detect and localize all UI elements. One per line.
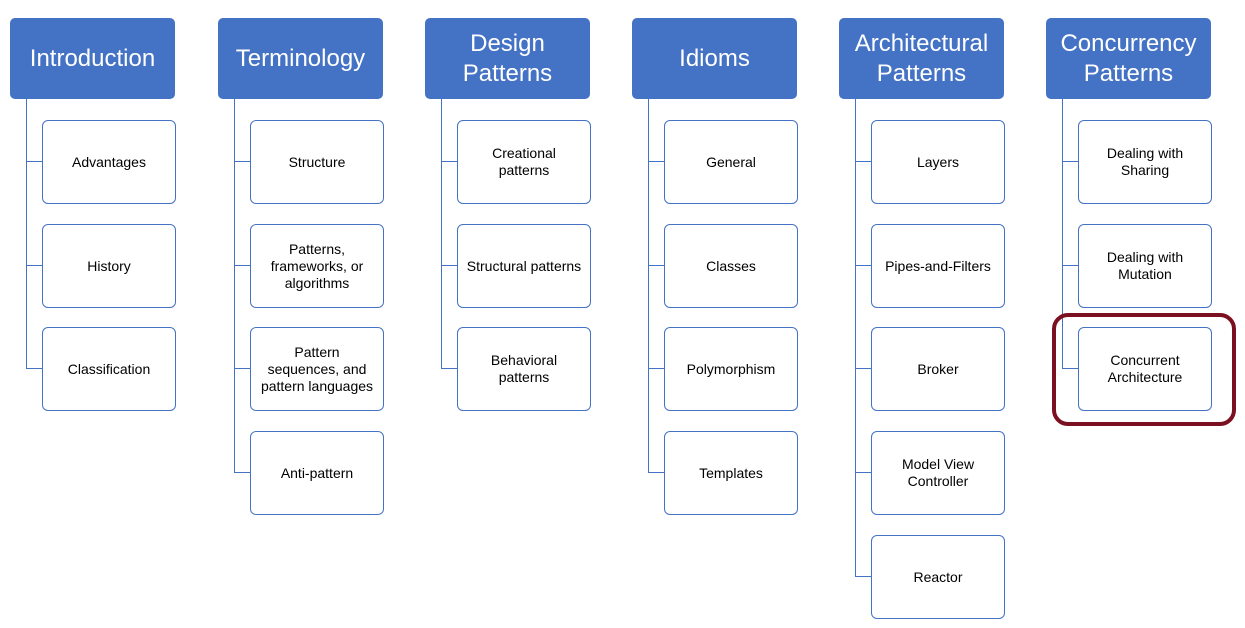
item-box[interactable]: Classification xyxy=(42,327,176,411)
connector-branch xyxy=(234,265,250,266)
column-header[interactable]: Idioms xyxy=(632,18,797,99)
item-box-highlighted[interactable]: Concurrent Architecture xyxy=(1078,327,1212,411)
item-box[interactable]: Structure xyxy=(250,120,384,204)
item-box[interactable]: Advantages xyxy=(42,120,176,204)
connector-branch xyxy=(855,368,871,369)
item-box[interactable]: Creational patterns xyxy=(457,120,591,204)
item-box[interactable]: Model View Controller xyxy=(871,431,1005,515)
connector-trunk xyxy=(234,99,235,472)
connector-branch xyxy=(648,265,664,266)
column-design-patterns: Design Patterns Creational patterns Stru… xyxy=(425,0,605,628)
connector-branch xyxy=(1062,368,1078,369)
item-box[interactable]: Reactor xyxy=(871,535,1005,619)
column-header[interactable]: Design Patterns xyxy=(425,18,590,99)
connector-branch xyxy=(441,265,457,266)
column-concurrency-patterns: Concurrency Patterns Dealing with Sharin… xyxy=(1046,0,1226,628)
item-box[interactable]: General xyxy=(664,120,798,204)
item-box[interactable]: Dealing with Mutation xyxy=(1078,224,1212,308)
column-header[interactable]: Terminology xyxy=(218,18,383,99)
item-box[interactable]: Patterns, frameworks, or algorithms xyxy=(250,224,384,308)
item-box[interactable]: Polymorphism xyxy=(664,327,798,411)
item-box[interactable]: History xyxy=(42,224,176,308)
column-header[interactable]: Concurrency Patterns xyxy=(1046,18,1211,99)
connector-trunk xyxy=(441,99,442,368)
connector-branch xyxy=(441,161,457,162)
item-box[interactable]: Behavioral patterns xyxy=(457,327,591,411)
connector-branch xyxy=(234,368,250,369)
connector-branch xyxy=(648,472,664,473)
column-header[interactable]: Architectural Patterns xyxy=(839,18,1004,99)
connector-trunk xyxy=(1062,99,1063,368)
connector-branch xyxy=(1062,161,1078,162)
item-box[interactable]: Pattern sequences, and pattern languages xyxy=(250,327,384,411)
connector-branch xyxy=(441,368,457,369)
connector-branch xyxy=(26,265,42,266)
column-terminology: Terminology Structure Patterns, framewor… xyxy=(218,0,398,628)
item-box[interactable]: Anti-pattern xyxy=(250,431,384,515)
item-box[interactable]: Classes xyxy=(664,224,798,308)
connector-branch xyxy=(234,472,250,473)
connector-branch xyxy=(648,368,664,369)
connector-trunk xyxy=(26,99,27,368)
column-header[interactable]: Introduction xyxy=(10,18,175,99)
column-idioms: Idioms General Classes Polymorphism Temp… xyxy=(632,0,812,628)
connector-trunk xyxy=(855,99,856,576)
column-architectural-patterns: Architectural Patterns Layers Pipes-and-… xyxy=(839,0,1019,628)
item-box[interactable]: Pipes-and-Filters xyxy=(871,224,1005,308)
connector-branch xyxy=(855,576,871,577)
connector-branch xyxy=(855,161,871,162)
connector-trunk xyxy=(648,99,649,472)
item-box[interactable]: Broker xyxy=(871,327,1005,411)
item-box[interactable]: Templates xyxy=(664,431,798,515)
connector-branch xyxy=(648,161,664,162)
connector-branch xyxy=(855,265,871,266)
connector-branch xyxy=(26,368,42,369)
connector-branch xyxy=(26,161,42,162)
connector-branch xyxy=(1062,265,1078,266)
item-box[interactable]: Structural patterns xyxy=(457,224,591,308)
item-box[interactable]: Dealing with Sharing xyxy=(1078,120,1212,204)
column-introduction: Introduction Advantages History Classifi… xyxy=(10,0,190,628)
connector-branch xyxy=(855,472,871,473)
item-box[interactable]: Layers xyxy=(871,120,1005,204)
connector-branch xyxy=(234,161,250,162)
